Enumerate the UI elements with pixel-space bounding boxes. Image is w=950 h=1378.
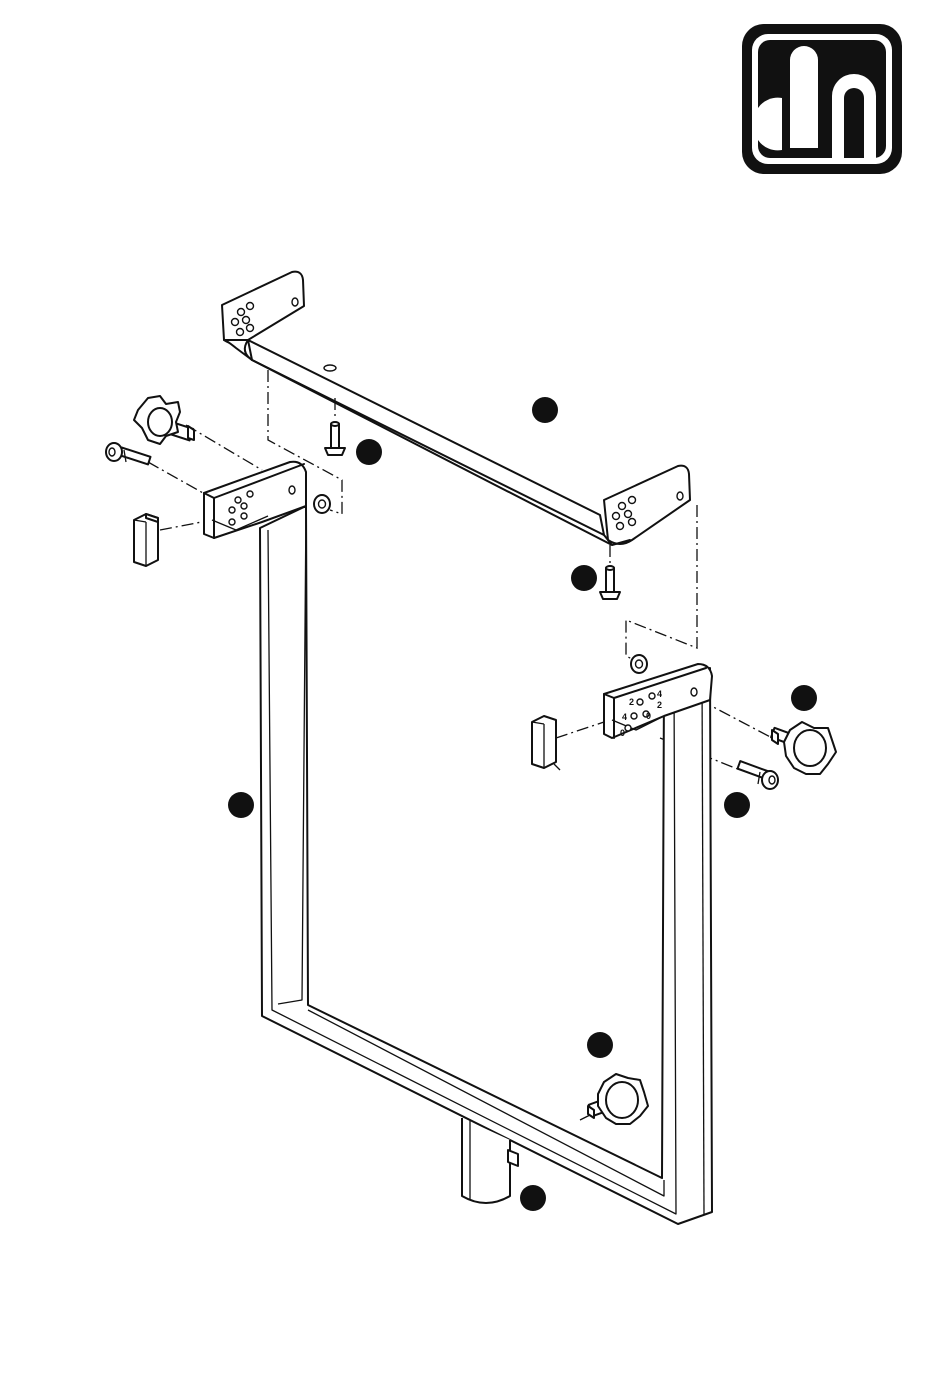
- brand-logo-icon: [742, 24, 902, 174]
- locking-pin-left-icon: [106, 443, 151, 464]
- callout-top-bracket: [532, 397, 558, 423]
- hole-label-2-right: 2: [657, 700, 662, 710]
- hole-label-0-right: 0: [646, 711, 651, 721]
- countersunk-bolt-right: [600, 566, 620, 599]
- callout-bolt-left: [356, 439, 382, 465]
- locking-pin-right-icon: [738, 761, 778, 789]
- washer-right: [631, 655, 647, 673]
- callout-knob-bottom: [587, 1032, 613, 1058]
- star-knob-bottom-icon: [588, 1074, 648, 1124]
- star-knob-right-icon: [771, 722, 836, 774]
- part-callouts: [228, 397, 817, 1211]
- hole-label-4-right: 4: [657, 689, 662, 699]
- callout-bolt-right: [571, 565, 597, 591]
- callout-knob-right: [791, 685, 817, 711]
- hole-label-0-lower: 0: [620, 728, 625, 738]
- washer-left: [314, 495, 330, 513]
- end-cap-left-icon: [134, 514, 158, 566]
- hole-label-2-upper: 2: [629, 697, 634, 707]
- callout-frame: [228, 792, 254, 818]
- star-knob-upper-left-icon: [134, 396, 194, 444]
- hole-label-4-lower: 4: [622, 712, 627, 722]
- countersunk-bolt-left: [325, 422, 345, 455]
- callout-pole-socket: [520, 1185, 546, 1211]
- end-cap-right-icon: [532, 716, 560, 770]
- callout-pin-right: [724, 792, 750, 818]
